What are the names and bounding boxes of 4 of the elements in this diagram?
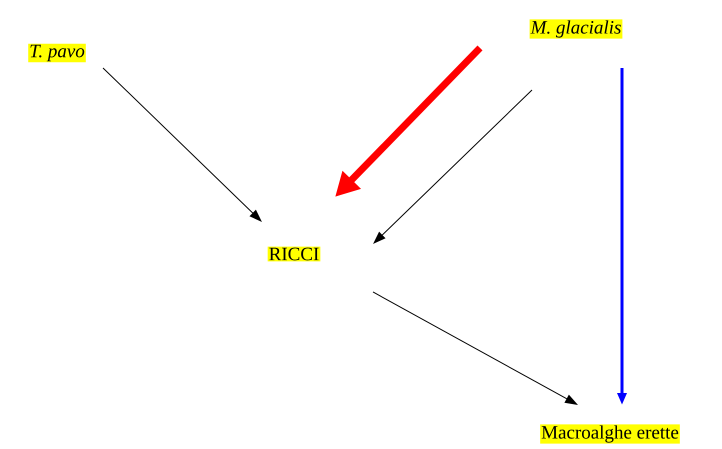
text-label: M. glacialis xyxy=(530,19,622,39)
text-label: RICCI xyxy=(268,246,320,262)
text-label: Macroalghe erette xyxy=(540,424,680,444)
text-label: T. pavo xyxy=(28,44,86,62)
